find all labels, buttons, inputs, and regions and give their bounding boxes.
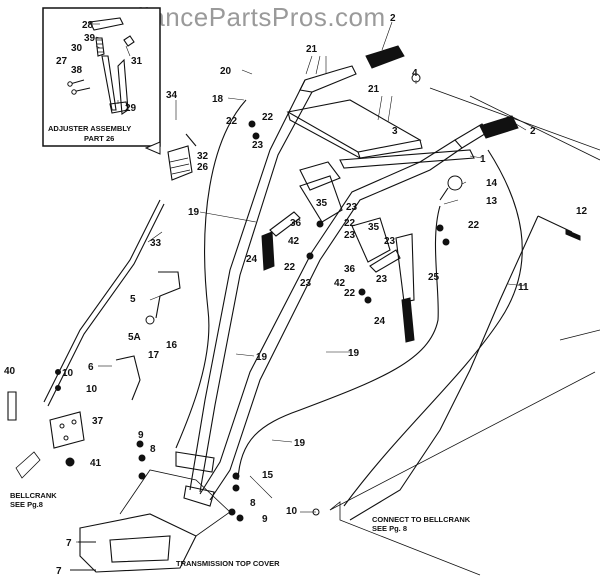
direction-arrow-icon [144,141,161,155]
callout-17: 17 [148,350,160,361]
callout-9-lower: 9 [262,514,268,525]
callout-23-d: 23 [384,236,396,247]
callout-21-left: 21 [306,44,318,55]
callout-42-right: 42 [334,278,346,289]
callout-4: 4 [412,68,418,79]
callout-1: 1 [480,154,486,165]
callout-19-upper-left: 19 [188,207,200,218]
callout-36-right: 36 [344,264,356,275]
callout-13: 13 [486,196,498,207]
callout-42-left: 42 [288,236,300,247]
callout-38: 38 [71,65,83,76]
hardware-nuts [55,73,450,522]
callout-25: 25 [428,272,440,283]
callout-15: 15 [262,470,274,481]
callout-11: 11 [518,282,529,293]
callout-5A: 5A [128,332,141,343]
callout-8-lower: 8 [250,498,256,509]
callout-23-e: 23 [300,278,312,289]
part-callouts: 28 39 30 31 27 38 29 2 2 21 21 4 20 18 3… [4,13,588,577]
callout-22-e: 22 [284,262,296,273]
callout-24-upper: 24 [246,254,258,265]
callout-6: 6 [88,362,94,373]
adjuster-assembly-inset: ADJUSTER ASSEMBLY PART 26 [42,7,161,147]
callout-10-lower: 10 [286,506,298,517]
callout-22-f: 22 [344,288,356,299]
grips [261,45,519,343]
callout-9-upper: 9 [138,430,144,441]
callout-23-c: 23 [344,230,356,241]
callout-10-middle: 10 [86,384,98,395]
callout-21-right: 21 [368,84,380,95]
callout-39: 39 [84,33,96,44]
callout-8-upper: 8 [150,444,156,455]
inset-caption-line-1: ADJUSTER ASSEMBLY [48,124,131,133]
callout-7-upper: 7 [66,538,72,549]
note-transmission-top-cover: TRANSMISSION TOP COVER [176,559,280,568]
callout-40: 40 [4,366,16,377]
controls-and-cables [7,99,581,571]
callout-30: 30 [71,43,83,54]
callout-12: 12 [576,206,588,217]
callout-32: 32 [197,151,209,162]
leader-lines [76,21,527,543]
callout-35-left: 35 [316,198,328,209]
note-bellcrank-left-line-1: BELLCRANK [10,491,57,500]
note-bellcrank-right-line-2: SEE Pg. 8 [372,524,407,533]
handle-frame [79,65,600,576]
callout-22-b: 22 [262,112,274,123]
callout-22-d: 22 [344,218,356,229]
callout-37: 37 [92,416,104,427]
callout-35-right: 35 [368,222,380,233]
callout-2-top: 2 [390,13,396,24]
note-bellcrank-left-line-2: SEE Pg.8 [10,500,43,509]
callout-23-f: 23 [376,274,388,285]
callout-19-lower: 19 [294,438,306,449]
callout-7-lower: 7 [56,566,62,577]
callout-2-right: 2 [530,126,536,137]
callout-33: 33 [150,238,162,249]
callout-24-lower: 24 [374,316,386,327]
callout-41: 41 [90,458,102,469]
callout-20: 20 [220,66,232,77]
callout-10-upper: 10 [62,368,74,379]
callout-31: 31 [131,56,143,67]
callout-19-middle: 19 [256,352,268,363]
callout-23-a: 23 [252,140,264,151]
callout-5: 5 [130,294,136,305]
callout-28: 28 [82,20,94,31]
callout-34: 34 [166,90,178,101]
callout-22-c: 22 [468,220,480,231]
callout-18: 18 [212,94,224,105]
callout-16: 16 [166,340,178,351]
callout-27: 27 [56,56,68,67]
callout-29: 29 [125,103,137,114]
callout-23-b: 23 [346,202,358,213]
diagram-notes: BELLCRANK SEE Pg.8 CONNECT TO BELLCRANK … [10,491,471,568]
callout-3: 3 [392,126,398,137]
callout-22-a: 22 [226,116,238,127]
callout-26: 26 [197,162,209,173]
note-bellcrank-right-line-1: CONNECT TO BELLCRANK [372,515,471,524]
inset-caption-line-2: PART 26 [84,134,114,143]
callout-19-right: 19 [348,348,360,359]
callout-36-left: 36 [290,218,302,229]
callout-14: 14 [486,178,498,189]
